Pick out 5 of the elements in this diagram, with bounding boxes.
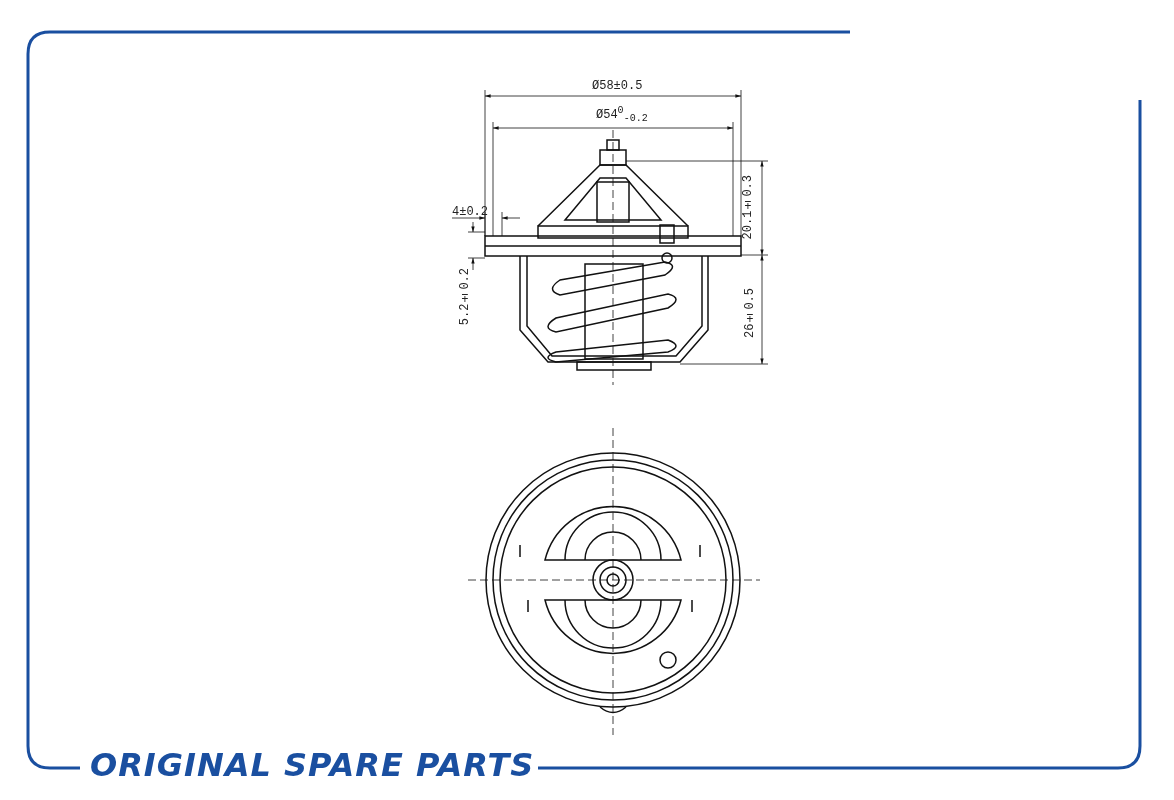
dimension-label: 20.1±0.3 xyxy=(742,175,754,240)
dimension-label: 4±0.2 xyxy=(452,206,488,218)
dimension-label: 5.2±0.2 xyxy=(459,268,471,326)
dimension-label: Ø58±0.5 xyxy=(592,80,643,92)
dimension-label: 26±0.5 xyxy=(744,288,756,338)
